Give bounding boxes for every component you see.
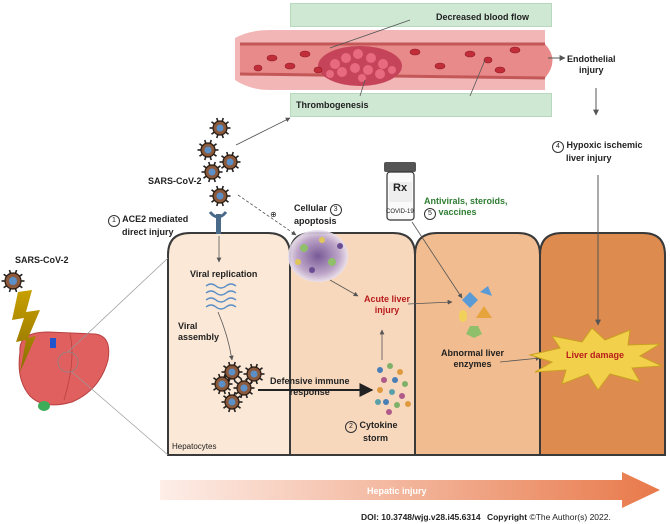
- pathway-1-label: 1 ACE2 mediated direct injury: [108, 214, 188, 238]
- virus-left-icon: [1, 269, 25, 293]
- pathway-5-number: 5: [424, 208, 436, 220]
- footer: DOI: 10.3748/wjg.v28.i45.6314 Copyright …: [361, 512, 611, 523]
- sars-cov-2-label-upper: SARS-CoV-2: [148, 176, 202, 186]
- endothelial-injury-label: Endothelial injury: [567, 54, 616, 75]
- abnormal-liver-enzymes-label: Abnormal liver enzymes: [441, 348, 505, 369]
- virus-cluster-upper: [197, 117, 241, 207]
- lightning-bolt-icon: [12, 290, 40, 372]
- enzyme-shapes-icon: [459, 286, 492, 338]
- pathway-5-label: Antivirals, steroids, 5 vaccines: [424, 196, 508, 220]
- cytokine-cluster: [375, 363, 411, 415]
- flow-pointer: [329, 19, 411, 49]
- pathway-2-number: 2: [345, 421, 357, 433]
- acute-liver-injury-label: Acute liver injury: [364, 294, 411, 315]
- defensive-immune-response-label: Defensive immune response: [270, 376, 350, 397]
- viral-assembly-label: Viral assembly: [178, 321, 220, 342]
- virus-icon: [219, 151, 241, 173]
- virus-icon: [221, 391, 243, 413]
- viral-rna-icon: [205, 283, 237, 310]
- hepatic-injury-arrow: [160, 472, 660, 508]
- drug-bottle-icon: [384, 162, 416, 221]
- blood-flow-banner: [290, 3, 552, 27]
- virus-icon: [243, 363, 265, 385]
- copyright-rest: ©The Author(s) 2022.: [529, 512, 611, 522]
- hepatocyte-cell-3: [414, 232, 541, 456]
- virus-icon: [211, 373, 233, 395]
- thrombogenesis-banner: [290, 93, 552, 117]
- virus-icon: [209, 185, 231, 207]
- pathway-3-label: Cellular 3 apoptosis: [294, 203, 342, 227]
- ace2-receptor-icon: [208, 211, 228, 234]
- viral-replication-label: Viral replication: [190, 269, 258, 279]
- thrombogenesis-label: Thrombogenesis: [296, 100, 369, 110]
- drug-bottle-rx: Rx: [393, 182, 408, 194]
- sars-cov-2-label-left: SARS-CoV-2: [15, 255, 69, 265]
- copyright-bold: Copyright: [486, 512, 528, 522]
- pathway-4-label: 4 Hypoxic ischemic liver injury: [552, 140, 643, 164]
- assembled-virus-cluster: [211, 361, 265, 413]
- hepatic-injury-label: Hepatic injury: [367, 486, 427, 496]
- virus-icon: [1, 269, 25, 293]
- apoptotic-cell-icon: [288, 230, 348, 282]
- pathway-4-number: 4: [552, 141, 564, 153]
- virus-icon: [201, 161, 223, 183]
- pathway-2-label: 2 Cytokine storm: [345, 420, 398, 444]
- virus-icon: [221, 361, 243, 383]
- pathway-1-number: 1: [108, 215, 120, 227]
- small-marker: ⊕: [270, 210, 277, 219]
- liver-illustration: [18, 331, 110, 411]
- hepatocytes-label: Hepatocytes: [172, 442, 217, 451]
- pathway-3-number: 3: [329, 204, 342, 216]
- doi-text: DOI: 10.3748/wjg.v28.i45.6314: [361, 512, 481, 522]
- liver-damage-burst: [528, 327, 663, 391]
- drug-bottle-covid: COVID-19: [386, 209, 414, 215]
- virus-icon: [197, 139, 219, 161]
- blood-vessel: [235, 19, 553, 97]
- virus-icon: [209, 117, 231, 139]
- decreased-blood-flow-label: Decreased blood flow: [436, 12, 530, 22]
- liver-damage-label: Liver damage: [566, 350, 625, 360]
